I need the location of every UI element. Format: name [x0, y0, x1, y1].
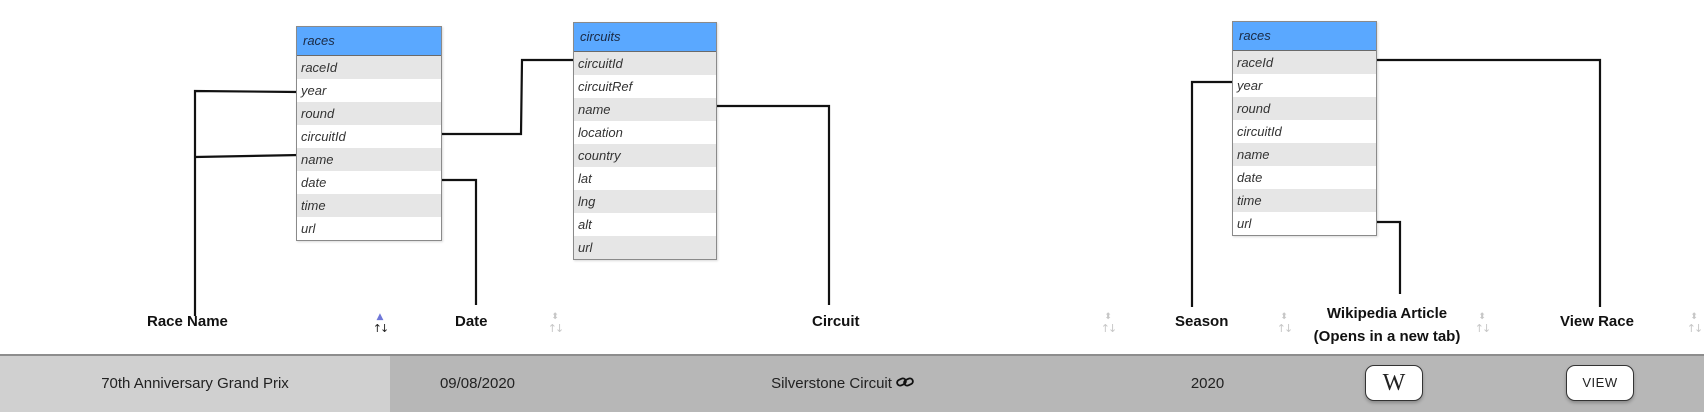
field-row: name: [574, 98, 716, 121]
sort-updown-icon: ⬍: [551, 312, 559, 322]
table-row: 70th Anniversary Grand Prix 09/08/2020 S…: [0, 354, 1704, 412]
connector-race-name: [193, 89, 299, 316]
field-row: round: [1233, 97, 1376, 120]
field-row: name: [1233, 143, 1376, 166]
field-row: date: [1237, 170, 1263, 185]
cell-circuit-text: Silverstone Circuit: [771, 375, 892, 392]
wikipedia-button[interactable]: W: [1365, 365, 1423, 401]
field-row: year: [1237, 78, 1263, 93]
connector-date: [440, 178, 478, 305]
header-race-name[interactable]: Race Name: [147, 313, 228, 330]
field-row: date: [301, 175, 327, 190]
field-row: circuitId: [301, 129, 346, 144]
sort-season[interactable]: ⬍ ↑↓: [1276, 312, 1293, 342]
header-wikipedia[interactable]: Wikipedia Article (Opens in a new tab): [1313, 302, 1461, 348]
sort-arrows-icon: ↑↓: [1686, 322, 1703, 335]
field-row: time: [297, 194, 441, 217]
header-wikipedia-line2: (Opens in a new tab): [1313, 328, 1461, 345]
table-title: races: [1233, 22, 1376, 51]
sort-circuit[interactable]: ⬍ ↑↓: [1100, 312, 1117, 342]
header-wikipedia-line1: Wikipedia Article: [1326, 305, 1448, 322]
field-row: raceId: [1233, 51, 1376, 74]
sort-arrows-icon: ↑↓: [1100, 322, 1117, 335]
field-row: round: [297, 102, 441, 125]
sort-updown-icon: ⬍: [1104, 312, 1112, 322]
field-row: year: [301, 83, 327, 98]
sort-view-race[interactable]: ⬍ ↑↓: [1686, 312, 1703, 342]
sort-arrows-icon: ↑↓: [547, 322, 564, 335]
races-table-left: races raceId year round circuitId name d…: [296, 26, 442, 241]
table-title: circuits: [574, 23, 716, 52]
cell-race-name: 70th Anniversary Grand Prix: [0, 356, 390, 412]
field-row: country: [574, 144, 716, 167]
connector-view-race: [1376, 58, 1602, 307]
field-row: time: [1233, 189, 1376, 212]
header-view-race[interactable]: View Race: [1560, 313, 1634, 330]
header-date[interactable]: Date: [455, 313, 488, 330]
cell-circuit: Silverstone Circuit: [565, 356, 1120, 412]
field-row: lat: [578, 171, 592, 186]
connector-season: [1190, 80, 1235, 307]
connector-circuit: [716, 104, 831, 305]
field-row: url: [574, 236, 716, 259]
link-icon: [896, 356, 914, 412]
view-race-button[interactable]: VIEW: [1566, 365, 1634, 401]
sort-arrows-icon: ↑↓: [372, 322, 389, 335]
field-row: url: [1237, 216, 1252, 231]
field-row: location: [578, 125, 623, 140]
connector-race-name-name: [194, 153, 301, 159]
sort-updown-icon: ⬍: [1280, 312, 1288, 322]
field-row: circuitRef: [578, 79, 633, 94]
header-season[interactable]: Season: [1175, 313, 1229, 330]
field-row: circuitId: [574, 52, 716, 75]
table-title: races: [297, 27, 441, 56]
sort-arrows-icon: ↑↓: [1474, 322, 1491, 335]
cell-date: 09/08/2020: [439, 375, 516, 392]
field-row: lng: [574, 190, 716, 213]
field-row: url: [301, 221, 316, 236]
connector-wikipedia: [1376, 220, 1402, 294]
field-row: circuitId: [1237, 124, 1282, 139]
cell-season: 2020: [1190, 375, 1225, 392]
field-row: name: [297, 148, 441, 171]
races-table-right: races raceId year round circuitId name d…: [1232, 21, 1377, 236]
sort-arrows-icon: ↑↓: [1276, 322, 1293, 335]
sort-date[interactable]: ⬍ ↑↓: [547, 312, 564, 342]
sort-updown-icon: ⬍: [1478, 312, 1486, 322]
sort-updown-icon: ⬍: [1690, 312, 1698, 322]
circuits-table: circuits circuitId circuitRef name locat…: [573, 22, 717, 260]
connector-circuit-join: [440, 58, 575, 136]
field-row: raceId: [297, 56, 441, 79]
sort-race-name[interactable]: ▲ ↑↓: [372, 312, 389, 342]
sort-wikipedia[interactable]: ⬍ ↑↓: [1474, 312, 1491, 342]
sort-up-triangle-icon: ▲: [376, 312, 384, 322]
header-circuit[interactable]: Circuit: [812, 313, 860, 330]
field-row: alt: [578, 217, 592, 232]
